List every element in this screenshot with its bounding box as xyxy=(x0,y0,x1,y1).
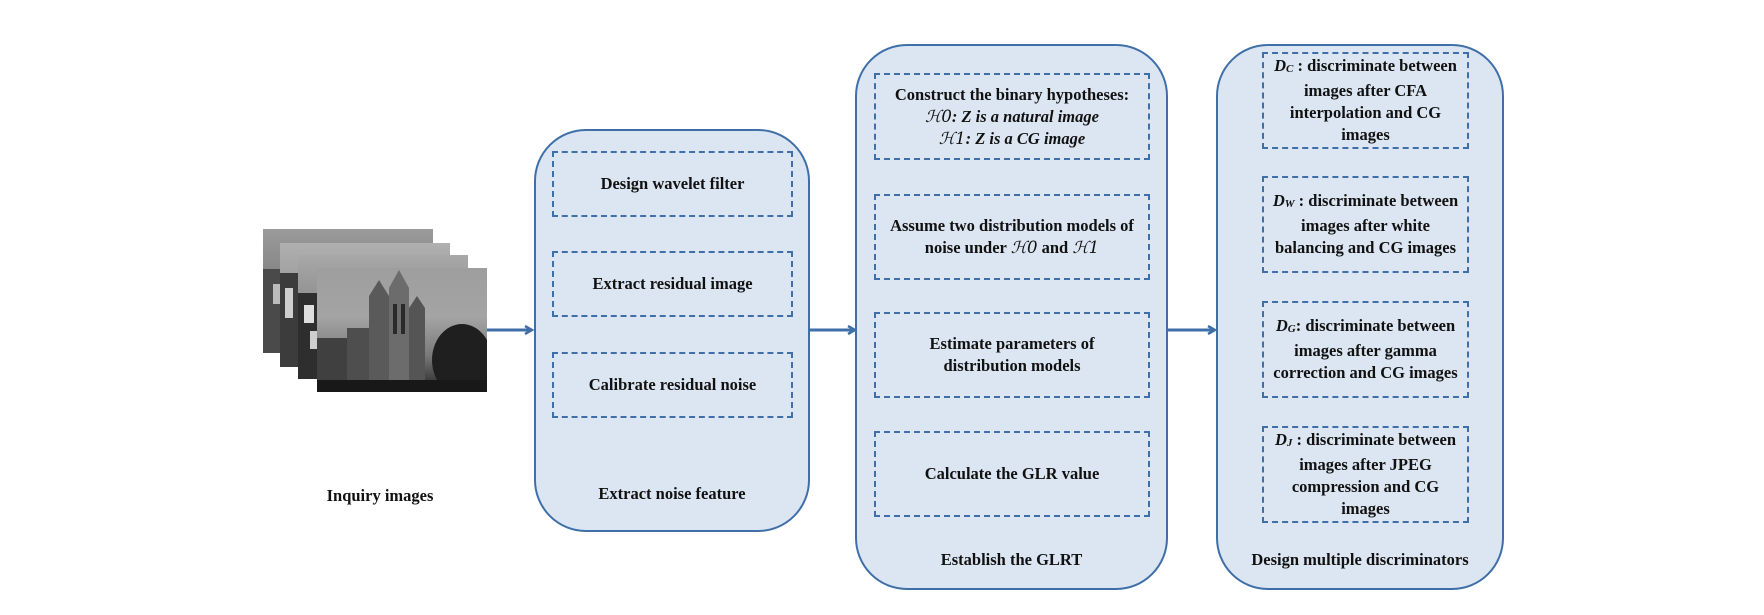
inquiry-image-4 xyxy=(317,268,487,392)
step-construct-hypotheses: Construct the binary hypotheses: ℋ0: Z i… xyxy=(874,73,1150,160)
stage-extract-noise-panel xyxy=(534,129,810,532)
stage-discriminators-panel xyxy=(1216,44,1504,590)
stage-glrt-caption: Establish the GLRT xyxy=(940,550,1083,569)
h0-symbol: ℋ0 xyxy=(925,106,952,126)
discriminator-dg: DG: discriminate between images after ga… xyxy=(1262,301,1469,398)
inquiry-images-caption: Inquiry images xyxy=(326,486,434,505)
step-extract-residual-image: Extract residual image xyxy=(552,251,793,317)
step-design-wavelet-filter: Design wavelet filter xyxy=(552,151,793,217)
stage-discriminators-caption: Design multiple discriminators xyxy=(1251,550,1469,569)
step-calibrate-residual-noise: Calibrate residual noise xyxy=(552,352,793,418)
step-calculate-glr: Calculate the GLR value xyxy=(874,431,1150,517)
stage-glrt-panel xyxy=(855,44,1168,590)
step-estimate-parameters: Estimate parameters of distribution mode… xyxy=(874,312,1150,398)
stage-extract-noise-caption: Extract noise feature xyxy=(598,484,746,503)
h1-symbol: ℋ1 xyxy=(938,128,966,148)
discriminator-dw: DW : discriminate between images after w… xyxy=(1262,176,1469,273)
step-assume-distribution-models: Assume two distribution models of noise … xyxy=(874,194,1150,280)
discriminator-dj: DJ : discriminate between images after J… xyxy=(1262,426,1469,523)
discriminator-dc: DC : discriminate between images after C… xyxy=(1262,52,1469,149)
